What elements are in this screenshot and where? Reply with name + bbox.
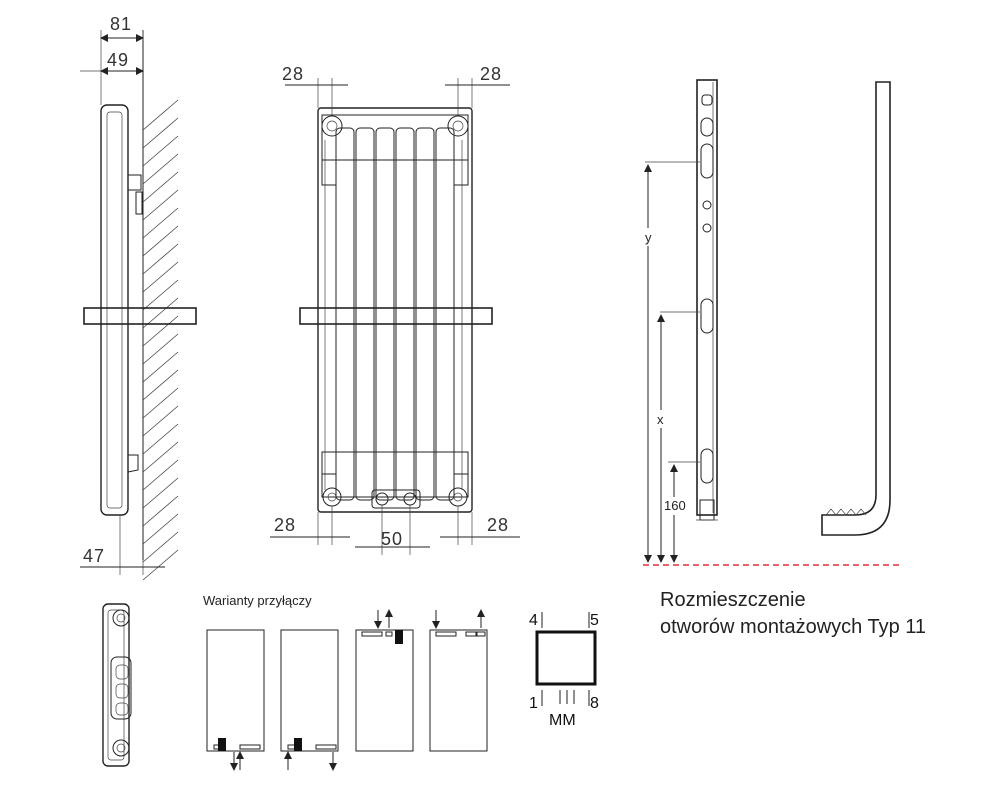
side-section-band bbox=[83, 307, 197, 325]
dim-47-label: 47 bbox=[83, 546, 105, 566]
variants-title: Warianty przyłączy bbox=[203, 593, 312, 608]
bracket-slot-upper bbox=[700, 143, 714, 179]
conn-label-8: 8 bbox=[590, 695, 599, 712]
front-tubes bbox=[324, 127, 463, 501]
dim-47: 47 bbox=[80, 515, 165, 575]
dim-top-left-label: 28 bbox=[282, 64, 304, 84]
wall-hatching bbox=[142, 30, 179, 581]
side-connection-detail bbox=[102, 603, 132, 767]
bracket-rail bbox=[696, 79, 718, 516]
bracket-slot-lower bbox=[700, 448, 714, 484]
front-radiator-frame bbox=[317, 107, 473, 513]
dim-49: 49 bbox=[80, 50, 144, 75]
bracket-l-profile bbox=[821, 81, 891, 536]
caption-line-2: otworów montażowych Typ 11 bbox=[660, 616, 926, 638]
caption-line-1: Rozmieszczenie bbox=[660, 589, 806, 611]
dim-160-label: 160 bbox=[664, 498, 686, 513]
variant-1 bbox=[206, 629, 265, 771]
conn-label-mm: MM bbox=[549, 712, 576, 729]
dim-top-left-28: 28 bbox=[282, 64, 348, 116]
dim-bottom-left-28: 28 bbox=[270, 506, 350, 545]
dim-y-label: y bbox=[645, 230, 652, 245]
dim-bottom-right-28: 28 bbox=[440, 506, 520, 545]
front-section-band bbox=[299, 307, 493, 325]
connection-point-diagram: 4 5 1 8 MM bbox=[529, 612, 599, 729]
conn-label-1: 1 bbox=[529, 695, 538, 712]
bracket-slot-middle bbox=[700, 298, 714, 334]
mounting-bracket-view: y x 160 bbox=[642, 79, 900, 566]
dim-bottom-center-50: 50 bbox=[355, 505, 430, 555]
variant-2 bbox=[280, 629, 339, 771]
dim-bottom-left-label: 28 bbox=[274, 515, 296, 535]
variant-3 bbox=[355, 609, 414, 752]
dim-top-right-28: 28 bbox=[445, 64, 510, 116]
conn-label-4: 4 bbox=[529, 612, 538, 629]
dim-81-label: 81 bbox=[110, 14, 132, 34]
dim-bottom-center-label: 50 bbox=[381, 529, 403, 549]
side-lower-bracket bbox=[127, 454, 139, 473]
dim-49-label: 49 bbox=[107, 50, 129, 70]
side-view: 81 49 47 bbox=[80, 14, 197, 581]
front-bottom-valve-block bbox=[371, 489, 421, 509]
dim-x-label: x bbox=[657, 412, 664, 427]
front-top-collector bbox=[321, 114, 469, 161]
side-upper-bracket bbox=[127, 174, 142, 191]
variant-4 bbox=[429, 609, 488, 752]
dim-bottom-right-label: 28 bbox=[487, 515, 509, 535]
dim-top-right-label: 28 bbox=[480, 64, 502, 84]
side-radiator-body bbox=[100, 104, 129, 516]
front-view: 28 28 28 28 50 bbox=[270, 64, 520, 555]
conn-label-5: 5 bbox=[590, 612, 599, 629]
